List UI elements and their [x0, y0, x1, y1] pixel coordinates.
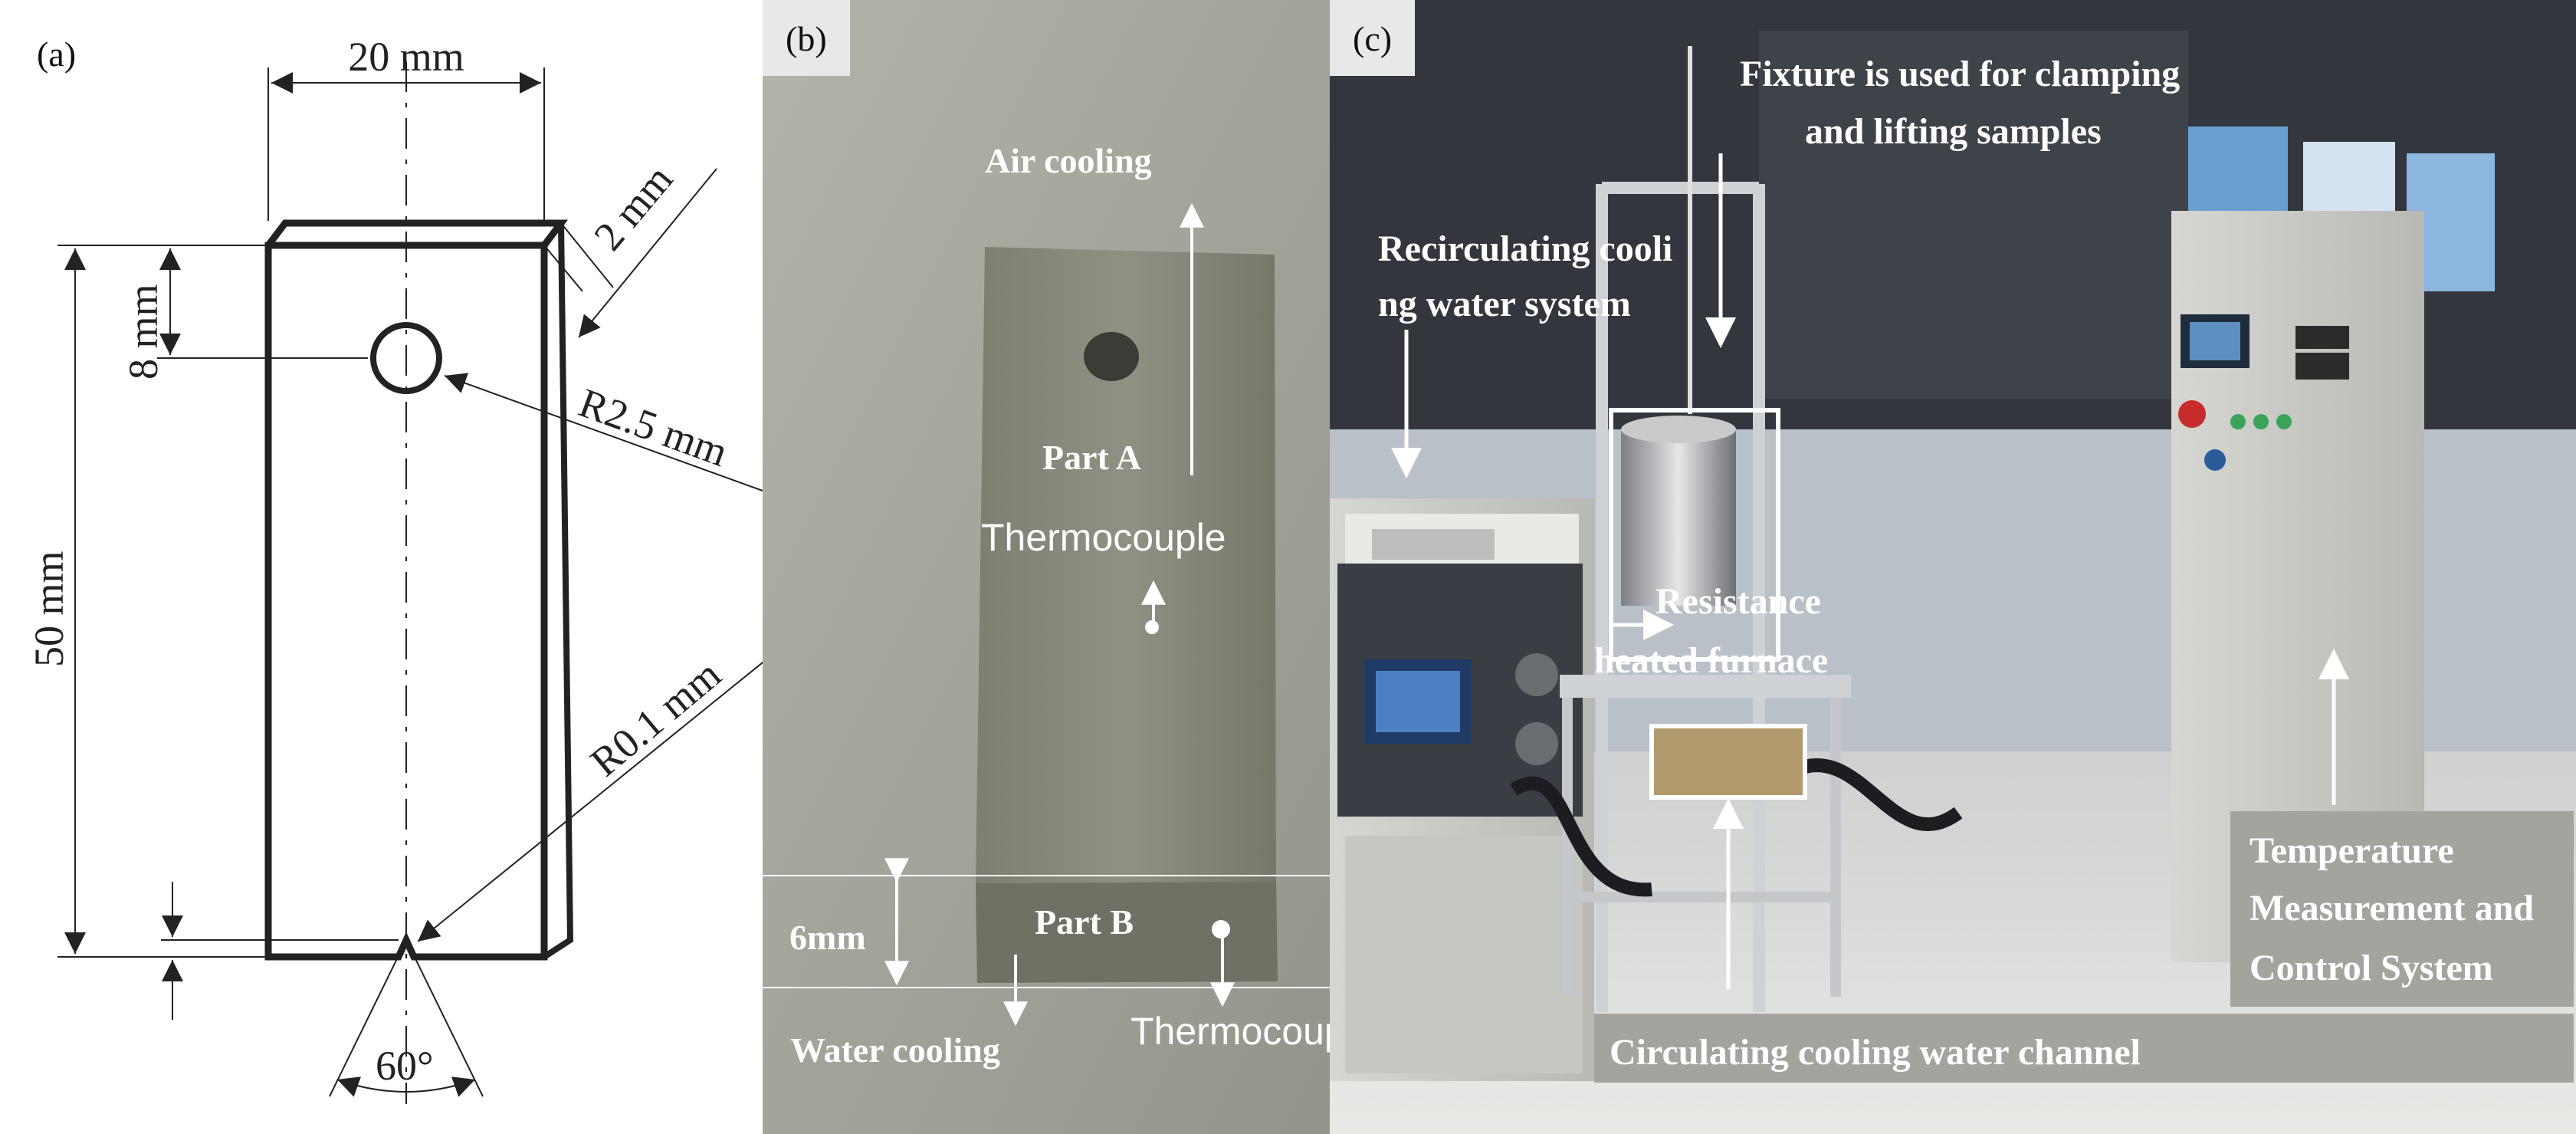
specimen-photo: Air cooling Part A 6mm Part B Water cool… — [763, 0, 1330, 1134]
channel-label: Circulating cooling water channel — [1610, 1032, 2141, 1073]
specimen-top-face — [265, 219, 569, 248]
notch-radius-leader — [417, 661, 763, 942]
furnace-label-line1: Resistance — [1656, 581, 1821, 622]
panel-c-setup-photo: Fixture is used for clamping and lifting… — [1330, 0, 2576, 1134]
recirc-label-line2: ng water system — [1378, 284, 1631, 324]
temp-label-line1: Temperature — [2249, 830, 2454, 871]
panel-c-label: (c) — [1330, 0, 1416, 76]
thermocouple-top-point — [1145, 620, 1159, 634]
temp-label-line2: Measurement and — [2249, 888, 2534, 929]
sample-hole — [1084, 332, 1139, 381]
length-dim-text: 50 mm — [26, 551, 72, 667]
angle-arc — [336, 1076, 476, 1097]
setup-photo: Fixture is used for clamping and lifting… — [1330, 0, 2576, 1134]
hole-offset-dim-text: 8 mm — [120, 284, 166, 380]
thermocouple-top-label: Thermocouple — [981, 516, 1226, 559]
panel-b-specimen-photo: Air cooling Part A 6mm Part B Water cool… — [763, 0, 1330, 1134]
thermocouple-bottom-label: Thermocouple — [1130, 1010, 1330, 1053]
water-cooling-label: Water cooling — [790, 1030, 1000, 1070]
furnace-body — [1621, 429, 1736, 606]
channel-highlight-box — [1649, 724, 1807, 800]
specimen-side-face — [542, 222, 574, 960]
recirc-label-line1: Recirculating cooli — [1378, 228, 1672, 269]
temp-label-line3: Control System — [2249, 948, 2493, 988]
water-channel — [1652, 728, 1805, 797]
fixture-label-line2: and lifting samples — [1805, 111, 2102, 152]
furnace-label-line2: heated furnace — [1594, 640, 1828, 681]
width-dim-text: 20 mm — [348, 34, 464, 80]
dim-6mm-label: 6mm — [789, 918, 866, 957]
metal-sample — [976, 247, 1276, 883]
fixture-label-line1: Fixture is used for clamping — [1740, 54, 2180, 94]
thickness-dim-line — [578, 168, 717, 338]
notch-angle-text: 60° — [376, 1043, 434, 1089]
notch-radius-text: R0.1 mm — [582, 651, 730, 785]
thickness-dim-text: 2 mm — [585, 156, 681, 259]
panel-b-label: (b) — [763, 0, 850, 76]
panel-a-label: (a) — [37, 35, 77, 74]
part-a-label: Part A — [1042, 438, 1141, 477]
part-b-label: Part B — [1035, 902, 1134, 942]
hole-radius-leader — [444, 373, 763, 491]
air-cooling-label: Air cooling — [985, 141, 1152, 180]
hole-radius-text: R2.5 mm — [573, 380, 733, 475]
thermocouple-bottom-point — [1212, 920, 1230, 938]
panel-a-specimen-drawing: (a) — [0, 0, 763, 1134]
furnace-highlight-box — [1609, 408, 1780, 662]
specimen-drawing: 20 mm 2 mm 8 mm R2.5 mm 50 mm R0.1 mm 60… — [26, 34, 763, 1104]
